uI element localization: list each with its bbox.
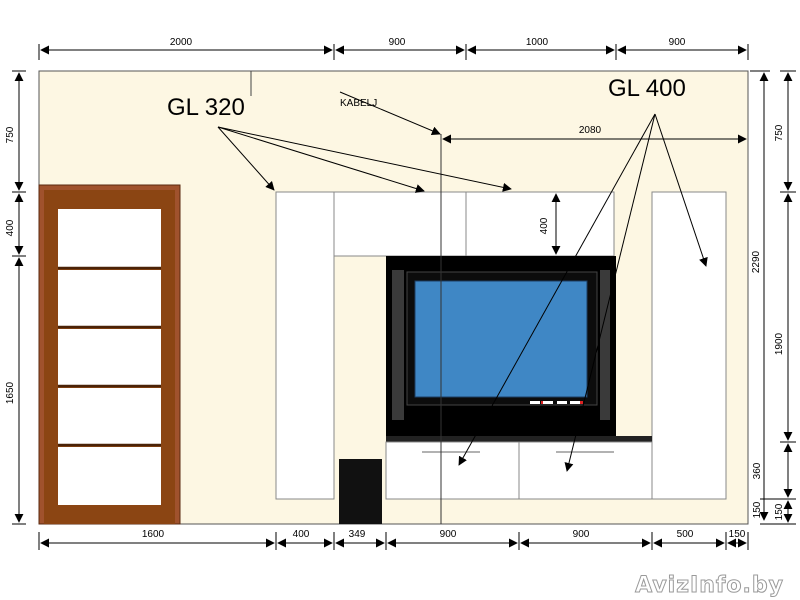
right-dimension-chain: 750 1900 360 150 150 xyxy=(752,70,796,525)
subwoofer-speaker xyxy=(339,459,382,524)
label-gl400: GL 400 xyxy=(608,75,686,102)
svg-text:400: 400 xyxy=(539,217,550,234)
upper-cabinet-left xyxy=(333,191,467,257)
lower-cabinet-right xyxy=(518,441,653,500)
svg-text:2080: 2080 xyxy=(579,125,602,136)
svg-text:1600: 1600 xyxy=(142,529,165,540)
svg-text:150: 150 xyxy=(752,501,763,518)
label-kabelj: KABELJ xyxy=(340,98,377,109)
svg-text:750: 750 xyxy=(774,124,785,141)
svg-text:2290: 2290 xyxy=(751,250,762,273)
kabelj-leader xyxy=(339,91,441,136)
svg-text:150: 150 xyxy=(729,529,746,540)
door-pane xyxy=(58,447,161,505)
top-dimension-chain: 2000 900 1000 900 xyxy=(38,37,749,60)
right-total-dimension: 2290 xyxy=(750,70,770,521)
svg-text:500: 500 xyxy=(677,529,694,540)
svg-text:900: 900 xyxy=(669,37,686,48)
door-pane xyxy=(58,388,161,444)
cable-span-dimension: 2080 xyxy=(442,125,747,144)
bottom-dimension-chain: 1600 400 349 900 900 500 150 xyxy=(38,529,749,550)
svg-text:1000: 1000 xyxy=(526,37,549,48)
svg-text:1900: 1900 xyxy=(774,332,785,355)
upper-cabinet-right xyxy=(465,191,615,257)
svg-text:2000: 2000 xyxy=(170,37,193,48)
lower-cabinet-left xyxy=(385,441,520,500)
tv-shelf xyxy=(386,436,652,442)
svg-text:900: 900 xyxy=(440,529,457,540)
svg-text:1650: 1650 xyxy=(5,381,16,404)
tv-top-gap-dimension: 400 xyxy=(539,193,561,255)
door-pane xyxy=(58,209,161,267)
door-pane xyxy=(58,329,161,385)
svg-text:900: 900 xyxy=(573,529,590,540)
svg-text:900: 900 xyxy=(389,37,406,48)
svg-text:150: 150 xyxy=(774,503,785,520)
tv-indicator-strip xyxy=(530,401,583,404)
svg-text:400: 400 xyxy=(293,529,310,540)
door-pane xyxy=(58,270,161,326)
svg-text:349: 349 xyxy=(349,529,366,540)
tv-screen xyxy=(414,280,588,398)
tv-panel-accent-left xyxy=(392,270,404,420)
svg-text:750: 750 xyxy=(5,126,16,143)
svg-text:400: 400 xyxy=(5,219,16,236)
door xyxy=(38,184,181,525)
left-dimension-chain: 750 400 1650 xyxy=(5,70,26,525)
left-tall-cabinet xyxy=(275,191,335,500)
right-tall-cabinet xyxy=(651,191,727,500)
gl320-leaders xyxy=(217,126,512,193)
watermark: AvizInfo.by xyxy=(635,573,784,598)
label-gl320: GL 320 xyxy=(167,94,245,121)
svg-text:360: 360 xyxy=(752,462,763,479)
tv-panel-accent-right xyxy=(600,270,610,420)
